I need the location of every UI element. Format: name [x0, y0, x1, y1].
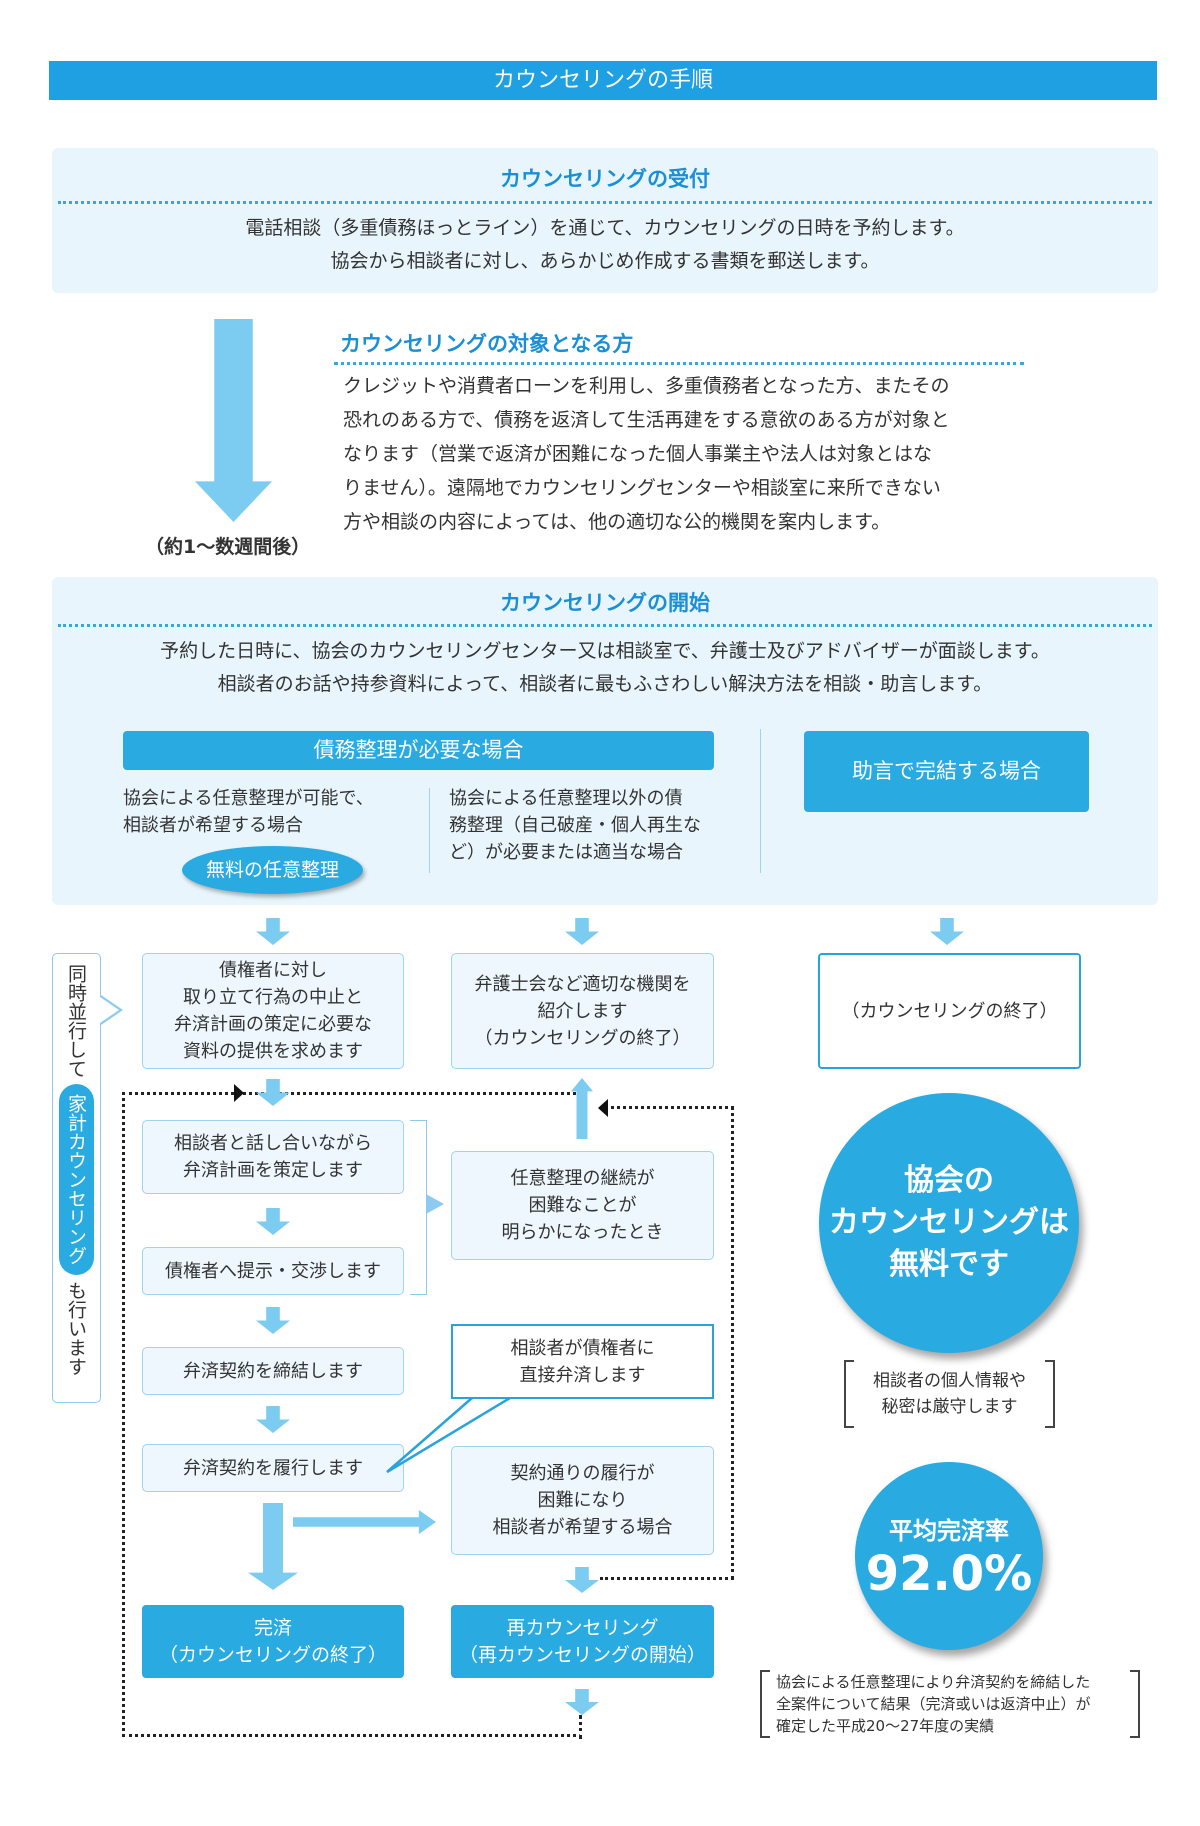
text-line: 任意整理の継続が: [510, 1168, 655, 1189]
request-box: 債権者に対し取り立て行為の中止と弁済計画の策定に必要な資料の提供を求めます: [142, 953, 404, 1069]
recounsel-box: 再カウンセリング （再カウンセリングの開始）: [451, 1605, 714, 1678]
divider: [58, 201, 1152, 204]
down-arrow-icon: [565, 918, 599, 945]
text-line: 協会による任意整理が可能で、: [123, 788, 374, 809]
target-title: カウンセリングの対象となる方: [340, 332, 634, 356]
reception-line: 協会から相談者に対し、あらかじめ作成する書類を郵送します。: [330, 250, 880, 272]
text-line: 協会の: [904, 1163, 994, 1198]
text-line: カウンセリングは: [829, 1205, 1069, 1240]
direct-box: 相談者が債権者に直接弁済します: [451, 1324, 714, 1399]
refer-box: 弁護士会など適切な機関を紹介します （カウンセリングの終了）: [451, 953, 714, 1069]
perform-box: 弁済契約を履行します: [142, 1444, 404, 1492]
free-settlement-badge: 無料の任意整理: [182, 846, 363, 894]
plan-box: 相談者と話し合いながら弁済計画を策定します: [142, 1120, 404, 1194]
start-title: カウンセリングの開始: [500, 591, 710, 615]
reception-line: 電話相談（多重債務ほっとライン）を通じて、カウンセリングの日時を予約します。: [245, 217, 965, 239]
done-box: 完済 （カウンセリングの終了）: [142, 1605, 404, 1678]
divider: [429, 788, 430, 873]
difficult-box: 任意整理の継続が困難なことが明らかになったとき: [451, 1151, 714, 1260]
completion-rate-circle: 平均完済率 92.0%: [855, 1462, 1043, 1650]
start-line: 相談者のお話や持参資料によって、相談者に最もふさわしい解決方法を相談・助言します…: [217, 673, 993, 695]
trouble-box: 契約通りの履行が困難になり相談者が希望する場合: [451, 1446, 714, 1555]
text-line: 紹介します: [537, 1000, 628, 1022]
privacy-note: 相談者の個人情報や秘密は厳守します: [844, 1360, 1055, 1428]
text-line: 明らかになったとき: [501, 1222, 664, 1243]
end-box: （カウンセリングの終了）: [818, 953, 1081, 1069]
text-line: 債権者に対し: [219, 960, 327, 981]
wait-label: （約1～数週間後）: [145, 536, 311, 558]
side-note-text: も行います: [65, 1281, 87, 1376]
page-title: カウンセリングの手順: [49, 61, 1157, 100]
advice-only-header: 助言で完結する場合: [804, 731, 1089, 812]
text-line: 確定した平成20～27年度の実績: [776, 1717, 995, 1735]
free-counseling-circle: 協会のカウンセリングは無料です: [819, 1093, 1079, 1353]
text-line: 弁済計画の策定に必要な: [174, 1014, 372, 1035]
debt-right-text: 協会による任意整理以外の債 務整理（自己破産・個人再生な ど）が必要または適当な…: [449, 785, 701, 866]
text-line: （カウンセリングの終了）: [158, 1643, 387, 1666]
reception-title: カウンセリングの受付: [500, 167, 710, 191]
debt-needed-header: 債務整理が必要な場合: [123, 731, 714, 770]
text-line: 全案件について結果（完済或いは返済中止）が: [776, 1695, 1091, 1713]
footnote: 協会による任意整理により弁済契約を締結した全案件について結果（完済或いは返済中止…: [760, 1670, 1140, 1738]
text-line: 困難になり: [537, 1490, 628, 1511]
rate-label: 平均完済率: [889, 1516, 1009, 1545]
text-line: 相談者と話し合いながら: [174, 1133, 372, 1154]
text-line: 再カウンセリング: [506, 1616, 659, 1639]
target-line: 恐れのある方で、債務を返済して生活再建をする意欲のある方が対象と: [343, 409, 950, 431]
text-line: 完済: [253, 1616, 292, 1639]
target-text: クレジットや消費者ローンを利用し、多重債務者となった方、またその 恐れのある方で…: [343, 369, 1033, 539]
text-line: 秘密は厳守します: [881, 1397, 1018, 1417]
target-line: 方や相談の内容によっては、他の適切な公的機関を案内します。: [343, 511, 891, 533]
pointer: [426, 1194, 444, 1214]
bracket: [410, 1120, 427, 1295]
side-note: 同時並行して家計カウンセリングも行います: [52, 953, 101, 1403]
text-line: 協会による任意整理以外の債: [449, 788, 683, 809]
text-line: （カウンセリングの終了）: [474, 1027, 691, 1049]
target-line: りません）。遠隔地でカウンセリングセンターや相談室に来所できない: [343, 477, 941, 499]
loop-line: [122, 1092, 582, 1737]
up-arrow-icon: [571, 1078, 593, 1139]
down-arrow-icon: [930, 918, 964, 945]
text-line: 弁護士会など適切な機関を: [474, 973, 691, 995]
side-note-highlight: 家計カウンセリング: [59, 1084, 94, 1275]
text-line: 相談者が債権者に: [510, 1337, 655, 1359]
loop-line: [579, 1715, 582, 1739]
text-line: 直接弁済します: [519, 1364, 646, 1386]
start-line: 予約した日時に、協会のカウンセリングセンター又は相談室で、弁護士及びアドバイザー…: [160, 640, 1050, 662]
pointer: [100, 997, 119, 1023]
text-line: 無料です: [889, 1247, 1009, 1282]
rate-value: 92.0%: [865, 1545, 1033, 1602]
loop-line: [600, 1106, 734, 1580]
text-line: （再カウンセリングの開始）: [458, 1643, 706, 1666]
debt-left-text: 協会による任意整理が可能で、 相談者が希望する場合: [123, 785, 374, 839]
text-line: ど）が必要または適当な場合: [449, 842, 683, 863]
down-arrow-icon: [195, 319, 272, 522]
text-line: 相談者が希望する場合: [492, 1517, 673, 1538]
divider: [760, 729, 761, 873]
text-line: 相談者の個人情報や: [873, 1371, 1026, 1391]
text-line: 契約通りの履行が: [510, 1463, 655, 1484]
contract-box: 弁済契約を締結します: [142, 1347, 404, 1395]
text-line: 取り立て行為の中止と: [183, 987, 363, 1008]
text-line: 困難なことが: [528, 1195, 637, 1216]
text-line: 相談者が希望する場合: [123, 815, 303, 836]
side-note-text: 同時並行して: [65, 964, 87, 1078]
negotiate-box: 債権者へ提示・交渉します: [142, 1247, 404, 1295]
down-arrow-icon: [256, 918, 290, 945]
target-line: クレジットや消費者ローンを利用し、多重債務者となった方、またその: [343, 375, 950, 397]
reception-section: [52, 148, 1158, 293]
target-line: なります（営業で返済が困難になった個人事業主や法人は対象とはな: [343, 443, 933, 465]
arrow-right-icon: [234, 1084, 244, 1102]
divider: [58, 624, 1152, 627]
arrow-left-icon: [598, 1099, 608, 1117]
text-line: 協会による任意整理により弁済契約を締結した: [776, 1673, 1091, 1691]
text-line: 弁済計画を策定します: [183, 1160, 363, 1181]
callout-tail: [386, 1396, 520, 1474]
text-line: 資料の提供を求めます: [183, 1041, 363, 1062]
text-line: 務整理（自己破産・個人再生な: [449, 815, 701, 836]
divider: [334, 362, 1024, 365]
